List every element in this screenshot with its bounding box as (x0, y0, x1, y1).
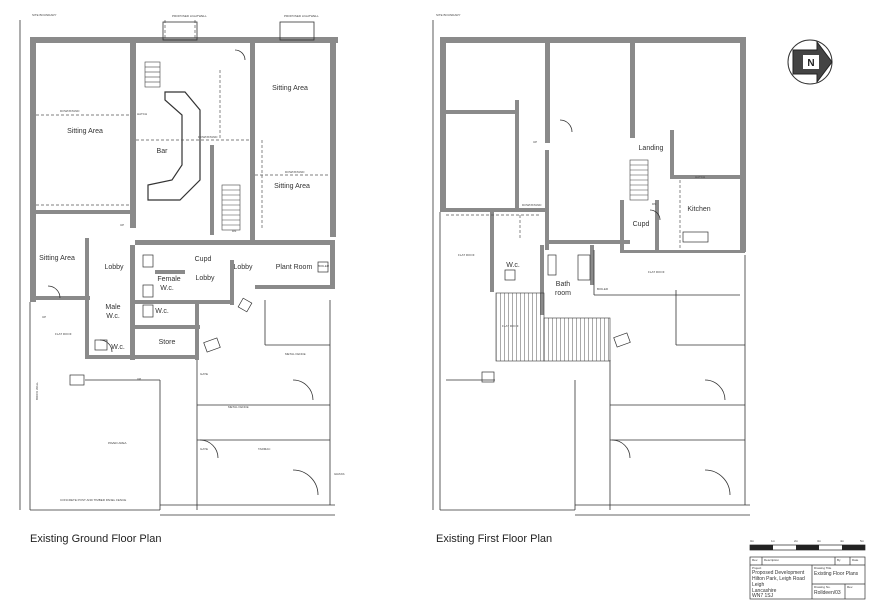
first-note-flat-roof-1: FLAT ROOF (458, 253, 475, 257)
ground-note-hatch: HATCH (137, 112, 147, 116)
ground-room-lobby-2: Lobby (195, 275, 215, 282)
ground-floor-caption: Existing Ground Floor Plan (30, 533, 162, 545)
first-note-flat-roof-3: FLAT ROOF (502, 324, 519, 328)
scale-3: 3m (817, 539, 822, 543)
ground-note-brick-wall: BRICK WALL (35, 382, 39, 400)
ground-stairs (144, 61, 241, 231)
first-room-cupd: Cupd (633, 221, 650, 228)
ground-room-sitting-3: Sitting Area (274, 183, 310, 190)
ground-note-boiler: BOILER (318, 264, 330, 268)
tb-project-line-4: Lancashire (752, 588, 777, 594)
first-room-bath-1: Bath (556, 281, 571, 288)
tb-date-header: Date (852, 558, 859, 562)
tb-rev-cell-header: Rev. (847, 585, 853, 589)
tb-project-line-5: WN7 1SJ (752, 593, 774, 599)
ground-fixtures (69, 254, 329, 386)
ground-room-lobby-3: Lobby (233, 264, 253, 271)
scale-1: 1m (771, 539, 776, 543)
tb-title: Existing Floor Plans (814, 571, 859, 577)
scale-4: 4m (840, 539, 845, 543)
ground-note-dn: DN (232, 229, 236, 233)
tb-number-header: Drawing No. (814, 585, 831, 589)
ground-note-tarmac: TARMAC (258, 447, 271, 451)
scale-5: 5m (860, 539, 865, 543)
ground-room-plant: Plant Room (276, 264, 313, 271)
ground-room-female-1: Female (157, 276, 180, 283)
ground-floor-plan: Sitting Area Sitting Area Sitting Area S… (19, 13, 345, 516)
ground-note-downstand-3: DOWNSTAND (285, 170, 305, 174)
ground-room-female-2: W.c. (160, 285, 174, 292)
ground-note-lightwell-1: PROPOSED LIGHTWELL (172, 14, 207, 18)
first-room-bath-2: room (555, 290, 571, 297)
ground-note-flat-roof-1: FLAT ROOF (55, 332, 72, 336)
ground-room-lobby-1: Lobby (104, 264, 124, 271)
ground-note-grass: GRASS (334, 472, 345, 476)
ground-note-downstand-1: DOWNSTAND (60, 109, 80, 113)
tb-by-header: By (837, 558, 841, 562)
ground-room-wc-1: W.c. (155, 308, 169, 315)
first-note-dn: DN (652, 202, 656, 206)
north-arrow: N (787, 39, 833, 85)
ground-room-male-2: W.c. (106, 313, 120, 320)
first-stairs (629, 159, 649, 201)
ground-note-metal-fence-1: METAL FENCE (285, 352, 306, 356)
ground-note-concrete-fence: CONCRETE POST AND TIMBER PANEL FENCE (60, 498, 126, 502)
first-fixtures (481, 231, 709, 383)
tb-number: Rolldeen/03 (814, 590, 841, 596)
tb-rev-header: Rev. (752, 558, 758, 562)
ground-room-store: Store (159, 339, 176, 346)
tb-project-line-1: Proposed Development (752, 570, 805, 576)
first-room-landing: Landing (639, 145, 664, 152)
first-hatched-roof-2 (543, 317, 611, 362)
ground-room-sitting-2: Sitting Area (67, 128, 103, 135)
first-note-boiler: BOILER (597, 287, 609, 291)
first-walls (440, 37, 746, 315)
ground-room-bar: Bar (157, 148, 169, 155)
ground-room-wc-2: W.c. (111, 344, 125, 351)
tb-title-header: Drawing Title (814, 566, 832, 570)
scale-2: 2m (794, 539, 799, 543)
ground-room-male-1: Male (105, 304, 120, 311)
first-note-boundary: SITE BOUNDARY (436, 13, 460, 17)
ground-room-sitting-1: Sitting Area (272, 85, 308, 92)
first-note-hatch: HATCH (695, 175, 705, 179)
first-note-downstand: DOWNSTAND (522, 203, 542, 207)
ground-room-sitting-4: Sitting Area (39, 255, 75, 262)
ground-note-metal-fence-2: METAL FENCE (228, 405, 249, 409)
ground-note-paved: PAVED AREA (108, 441, 127, 445)
ground-note-lightwell-2: PROPOSED LIGHTWELL (284, 14, 319, 18)
ground-note-gate-2: GATE (200, 447, 208, 451)
tb-project-header: Project (752, 566, 762, 570)
tb-desc-header: Description (764, 558, 780, 562)
ground-note-up-3: UP (137, 377, 141, 381)
first-room-kitchen: Kitchen (687, 206, 710, 213)
ground-note-up-1: UP (120, 223, 124, 227)
north-label: N (807, 58, 814, 69)
ground-external (19, 20, 335, 516)
ground-note-boundary: SITE BOUNDARY (32, 13, 56, 17)
first-external (432, 20, 750, 516)
tb-project-line-3: Leigh (752, 582, 765, 588)
tb-project-line-2: Hilton Park, Leigh Road (752, 576, 805, 582)
first-note-up: UP (533, 140, 537, 144)
title-block-frame (749, 556, 866, 600)
ground-note-gate-1: GATE (200, 372, 208, 376)
ground-note-downstand-2: DOWNSTAND (198, 135, 218, 139)
scale-bar: 0m 1m 2m 3m 4m 5m (749, 539, 866, 551)
first-note-flat-roof-2: FLAT ROOF (648, 270, 665, 274)
ground-room-cupd: Cupd (195, 256, 212, 263)
first-room-wc: W.c. (506, 262, 520, 269)
first-floor-caption: Existing First Floor Plan (436, 533, 553, 545)
ground-note-up-2: UP (42, 315, 46, 319)
first-floor-plan: Landing Kitchen Cupd W.c. Bath room SITE… (432, 13, 750, 516)
scale-0: 0m (750, 539, 755, 543)
